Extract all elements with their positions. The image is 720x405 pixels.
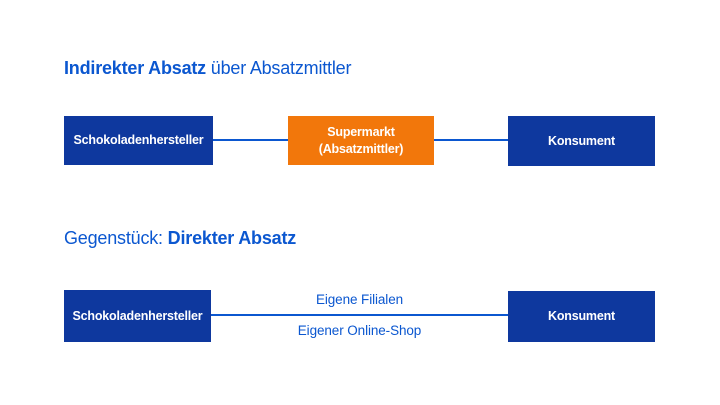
intermediary-box-label-line1: Supermarkt <box>327 125 395 140</box>
producer-box-direct-label: Schokoladenhersteller <box>72 308 203 323</box>
consumer-box-indirect-label: Konsument <box>548 133 615 148</box>
intermediary-box-label-line2: (Absatzmittler) <box>318 141 404 156</box>
indirect-sales-title-regular: über Absatzmittler <box>205 58 352 78</box>
direct-sales-title-regular: Gegenstück: <box>64 228 168 248</box>
indirect-sales-title-bold: Indirekter Absatz <box>64 58 206 78</box>
connector-producer-intermediary <box>213 139 288 141</box>
consumer-box-indirect: Konsument <box>508 116 655 166</box>
producer-box-indirect: Schokoladenhersteller <box>64 116 213 165</box>
producer-box-indirect-label: Schokoladenhersteller <box>73 133 204 148</box>
consumer-box-direct: Konsument <box>508 291 655 342</box>
channel-label-online-shop: Eigener Online-Shop <box>297 323 422 338</box>
direct-sales-title-bold: Direkter Absatz <box>167 228 297 248</box>
indirect-sales-title: Indirekter Absatz über Absatzmittler <box>64 58 351 79</box>
producer-box-direct: Schokoladenhersteller <box>64 290 211 342</box>
direct-sales-title: Gegenstück: Direkter Absatz <box>64 228 296 249</box>
channel-label-stores: Eigene Filialen <box>315 292 404 307</box>
intermediary-box-label: Supermarkt (Absatzmittler) <box>319 124 404 157</box>
connector-intermediary-consumer <box>434 139 508 141</box>
connector-producer-consumer <box>211 314 508 316</box>
consumer-box-direct-label: Konsument <box>548 309 615 324</box>
intermediary-box: Supermarkt (Absatzmittler) <box>288 116 434 165</box>
